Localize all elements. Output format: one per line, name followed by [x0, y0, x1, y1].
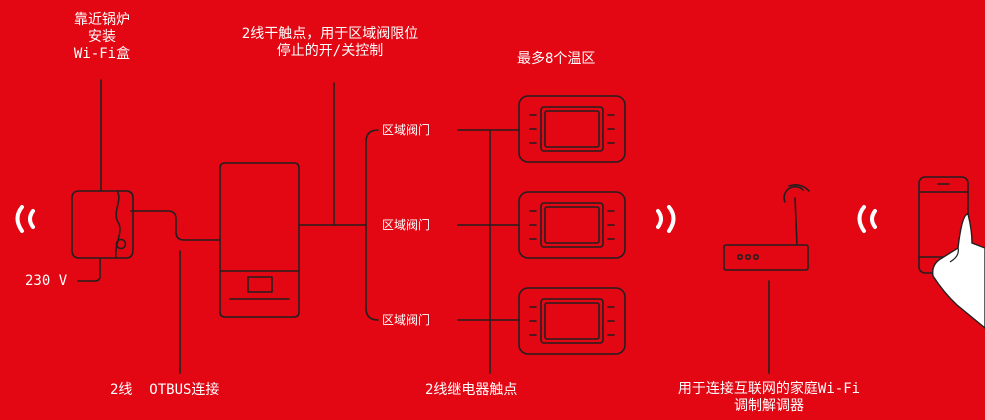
- dry-contact-label: 2线干触点，用于区域阀限位 停止的开/关控制: [185, 26, 475, 60]
- router-icon: [723, 184, 810, 271]
- wifi-box-label: 靠近锅炉 安装 Wi-Fi盒: [52, 12, 152, 63]
- modem-label-line-1: 用于连接互联网的家庭Wi-Fi: [677, 381, 861, 397]
- zone-valve-label-bottom: 区域阀门: [379, 313, 434, 327]
- signal-wave-icon: [15, 205, 35, 233]
- otbus-label: 2线 OTBUS连接: [110, 382, 220, 398]
- zone-valve-label-top: 区域阀门: [379, 123, 434, 137]
- dry-contact-label-line-2: 停止的开/关控制: [276, 43, 384, 59]
- wifi-box-label-line-2: 安装: [88, 29, 116, 45]
- relay-label: 2线继电器触点: [425, 382, 518, 398]
- boiler-icon: [219, 162, 300, 318]
- thermostat-icon: [518, 95, 626, 163]
- wifi-box-label-line-3: Wi-Fi盒: [73, 46, 131, 62]
- thermostat-icon: [518, 191, 626, 259]
- power-cable: [77, 257, 101, 282]
- zone-valve-label-mid: 区域阀门: [379, 218, 434, 232]
- dry-contact-label-line-1: 2线干触点，用于区域阀限位: [241, 26, 419, 42]
- wifi-box-label-line-1: 靠近锅炉: [74, 12, 130, 28]
- otbus-cable: [130, 210, 221, 241]
- modem-label-line-2: 调制解调器: [734, 398, 804, 414]
- wifi-box-icon: [71, 190, 134, 259]
- signal-wave-icon: [656, 205, 676, 233]
- modem-label: 用于连接互联网的家庭Wi-Fi 调制解调器: [624, 381, 914, 415]
- zone-valve-bus: [365, 129, 379, 321]
- hand-icon: [932, 213, 985, 329]
- max-zones-label: 最多8个温区: [517, 51, 596, 67]
- thermostat-icon: [518, 287, 626, 355]
- signal-wave-icon: [857, 205, 877, 233]
- voltage-label: 230 V: [25, 273, 68, 289]
